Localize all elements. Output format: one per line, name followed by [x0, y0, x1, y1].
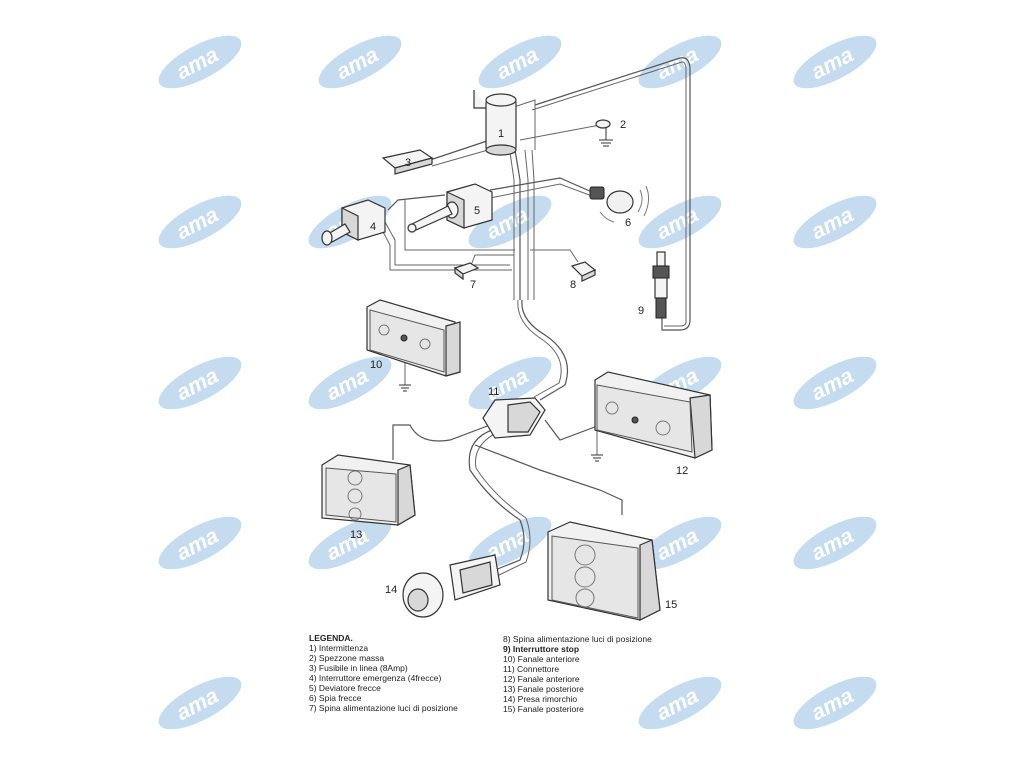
callout-9: 9 — [638, 305, 644, 317]
trailer-socket — [402, 554, 501, 618]
rear-lamp-15 — [547, 521, 661, 621]
watermark-11: ama — [158, 356, 242, 410]
turn-signal-switch — [407, 183, 493, 233]
legend-title: LEGENDA. — [309, 633, 353, 643]
connector-11 — [482, 397, 546, 439]
legend-item: 2) Spezzone massa — [309, 653, 385, 663]
callout-1: 1 — [498, 128, 504, 140]
position-light-plug-8 — [570, 261, 597, 282]
watermark-4: ama — [638, 35, 722, 89]
callout-14: 14 — [385, 584, 397, 596]
front-lamp-10 — [366, 299, 461, 377]
watermark-8: ama — [468, 195, 552, 249]
legend-item: 13) Fanale posteriore — [503, 684, 584, 694]
legend-item: 10) Fanale anteriore — [503, 654, 580, 664]
callout-12: 12 — [676, 465, 688, 477]
legend-item: 8) Spina alimentazione luci di posizione — [503, 634, 652, 644]
callout-6: 6 — [625, 217, 631, 229]
watermark-3: ama — [478, 35, 562, 89]
legend-right: 8) Spina alimentazione luci di posizione… — [503, 634, 713, 714]
legend-item: 12) Fanale anteriore — [503, 674, 580, 684]
watermark-10: ama — [793, 195, 877, 249]
callouts: 1 2 3 4 5 6 7 8 9 10 11 12 13 14 15 — [350, 119, 688, 611]
rear-lamp-13 — [321, 454, 416, 527]
callout-4: 4 — [370, 221, 376, 233]
callout-2: 2 — [620, 119, 626, 131]
legend-item: 5) Deviatore frecce — [309, 683, 381, 693]
legend-item: 6) Spia frecce — [309, 693, 362, 703]
ground-lug — [595, 119, 611, 129]
watermark-5: ama — [793, 35, 877, 89]
callout-10: 10 — [370, 359, 382, 371]
watermark-22: ama — [638, 676, 722, 730]
position-light-plug-7 — [453, 262, 480, 281]
legend-item: 7) Spina alimentazione luci di posizione — [309, 703, 458, 713]
watermark-1: ama — [158, 35, 242, 89]
callout-7: 7 — [470, 279, 476, 291]
watermark-15: ama — [793, 356, 877, 410]
watermark-21: ama — [158, 676, 242, 730]
watermark-12: ama — [308, 356, 392, 410]
ground-symbol-12 — [591, 454, 603, 462]
stop-switch — [652, 251, 670, 319]
legend-item: 4) Interruttore emergenza (4frecce) — [309, 673, 442, 683]
flasher-relay — [473, 90, 517, 156]
callout-5: 5 — [474, 205, 480, 217]
callout-13: 13 — [350, 529, 362, 541]
legend-item: 14) Presa rimorchio — [503, 694, 578, 704]
legend-item: 1) Intermittenza — [309, 643, 369, 653]
legend-item: 15) Fanale posteriore — [503, 704, 584, 714]
wiring — [379, 57, 691, 577]
callout-8: 8 — [570, 279, 576, 291]
watermark-9: ama — [638, 195, 722, 249]
legend-item: 3) Fusibile in linea (8Amp) — [309, 663, 408, 673]
legend-item: 11) Connettore — [503, 664, 560, 674]
watermark-16: ama — [158, 516, 242, 570]
legend-item: 9) Interruttore stop — [503, 644, 580, 654]
callout-11: 11 — [488, 386, 499, 398]
watermark-2: ama — [318, 35, 402, 89]
watermark-layer: ama ama ama ama ama ama ama ama ama ama … — [158, 35, 877, 730]
inline-fuse — [381, 149, 434, 175]
legend-left: LEGENDA. 1) Intermittenza 2) Spezzone ma… — [309, 633, 499, 713]
emergency-switch — [321, 199, 386, 246]
watermark-20: ama — [793, 516, 877, 570]
callout-15: 15 — [665, 599, 677, 611]
indicator-lamp — [589, 185, 650, 223]
watermark-23: ama — [793, 676, 877, 730]
front-lamp-12 — [594, 371, 713, 459]
ground-symbol-10 — [399, 384, 411, 392]
watermark-6: ama — [158, 195, 242, 249]
callout-3: 3 — [405, 157, 411, 169]
